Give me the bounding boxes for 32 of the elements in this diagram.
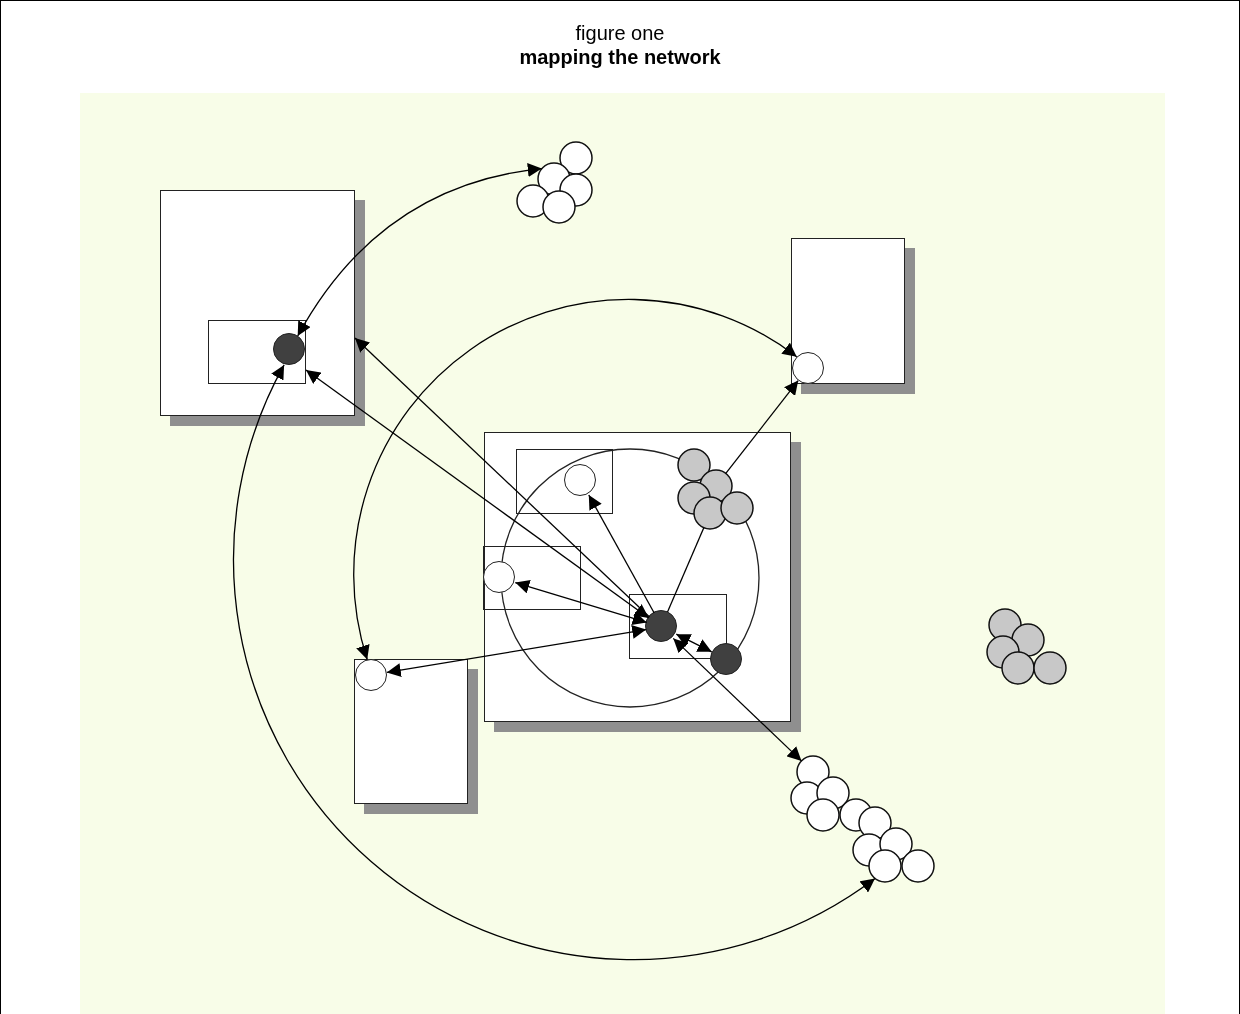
- arrow: [588, 494, 655, 614]
- figure-number: figure one: [575, 22, 665, 45]
- page-box: [354, 659, 468, 804]
- double-arrow: [672, 637, 803, 762]
- circle: [354, 658, 387, 691]
- page-box: [484, 432, 791, 722]
- circle-cluster: [790, 755, 935, 883]
- page-box: [207, 319, 306, 384]
- circle: [645, 610, 677, 642]
- circle-cluster: [986, 608, 1067, 685]
- connector-line: [666, 527, 705, 613]
- circle-cluster: [516, 141, 593, 224]
- circle: [709, 642, 742, 675]
- double-arrow: [514, 579, 648, 626]
- diagram-title: mapping the network: [519, 46, 721, 69]
- page-box: [482, 545, 581, 610]
- circle: [791, 351, 824, 384]
- page-box: [515, 448, 613, 514]
- circle-cluster: [676, 447, 754, 530]
- circle: [273, 333, 305, 365]
- double-arrow: [353, 298, 798, 661]
- arrow: [725, 379, 799, 475]
- double-arrow: [305, 369, 650, 619]
- page-box: [791, 238, 905, 384]
- arrow: [354, 337, 651, 618]
- double-arrow: [675, 633, 713, 653]
- circle: [564, 464, 596, 496]
- double-arrow: [297, 163, 543, 337]
- double-arrow: [386, 624, 647, 678]
- circle: [483, 561, 515, 593]
- double-arrow: [232, 364, 876, 961]
- page-box: [160, 190, 355, 416]
